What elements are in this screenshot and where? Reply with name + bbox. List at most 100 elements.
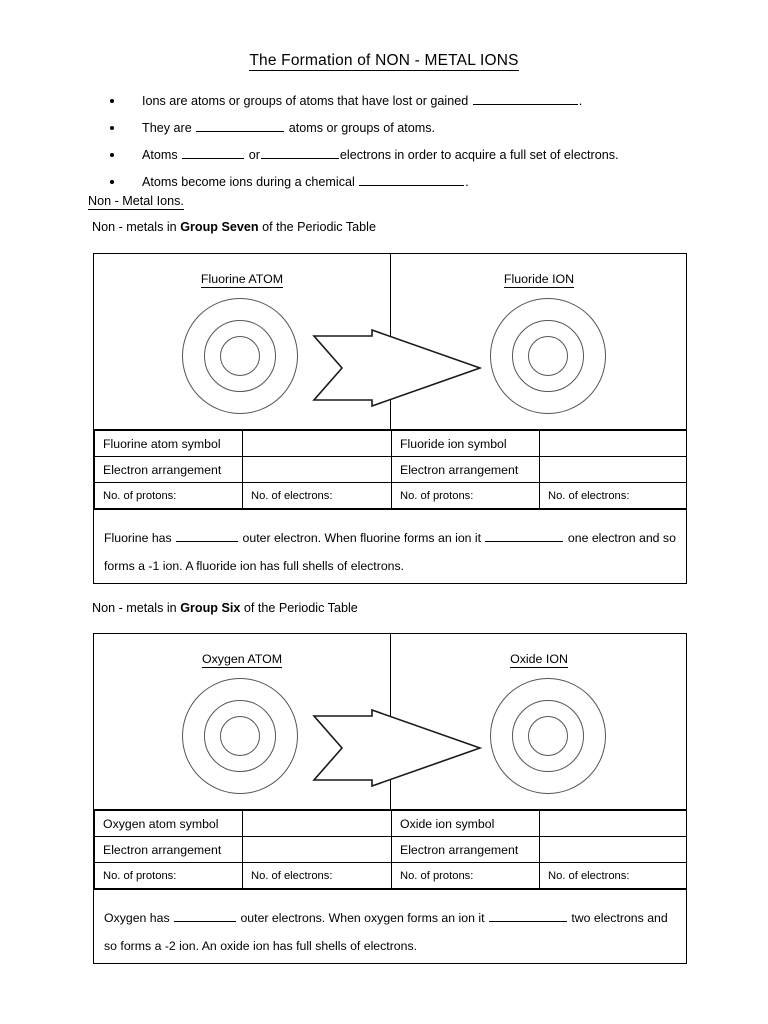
fluoride-ion-shells	[490, 298, 606, 414]
bullet-text-before: Atoms become ions during a chemical	[142, 175, 355, 189]
group-six-intro: Non - metals in Group Six of the Periodi…	[92, 601, 358, 615]
right-arrow-icon	[312, 708, 483, 788]
electron-shell-middle-icon	[204, 320, 276, 392]
oxygen-arrangement-value[interactable]	[242, 836, 392, 863]
fluoride-ion-label: Fluoride ION	[503, 272, 575, 288]
right-arrow-icon	[312, 328, 483, 408]
list-item: Atoms or electrons in order to acquire a …	[110, 142, 710, 169]
fluorine-protons-label[interactable]: No. of protons:	[94, 482, 243, 509]
page-title-text: The Formation of NON - METAL IONS	[249, 52, 519, 71]
fluorine-summary-text: Fluorine has outer electron. When fluori…	[94, 509, 686, 584]
summary-part-2: outer electron. When fluorine forms an i…	[242, 531, 482, 545]
bullet-dot-icon	[110, 99, 114, 103]
fluoride-ion-symbol-label: Fluoride ion symbol	[391, 430, 540, 457]
group-intro-suffix: of the Periodic Table	[240, 601, 358, 615]
fill-in-blank[interactable]	[182, 145, 245, 159]
summary-part-3: one electron and so forms a -1 ion. A fl…	[104, 531, 676, 573]
group-intro-prefix: Non - metals in	[92, 220, 181, 234]
oxygen-protons-label[interactable]: No. of protons:	[94, 862, 243, 889]
fill-in-blank[interactable]	[472, 91, 578, 105]
group-intro-bold: Group Seven	[180, 220, 259, 234]
oxygen-atom-label: Oxygen ATOM	[201, 652, 283, 668]
oxygen-diagram: Oxygen ATOM Oxide ION	[94, 634, 686, 810]
table-row: No. of protons: No. of electrons: No. of…	[94, 862, 687, 889]
oxygen-summary-text: Oxygen has outer electrons. When oxygen …	[94, 889, 686, 964]
summary-part-3: two electrons and so forms a -2 ion. An …	[104, 911, 668, 953]
oxide-arrangement-value[interactable]	[539, 836, 687, 863]
fill-in-blank[interactable]	[174, 908, 237, 922]
fluorine-data-table: Fluorine atom symbol Fluoride ion symbol…	[94, 430, 687, 509]
oxide-ion-symbol-value[interactable]	[539, 810, 687, 837]
electron-shell-inner-icon	[528, 336, 568, 376]
oxide-ion-symbol-label: Oxide ion symbol	[391, 810, 540, 837]
fluoride-arrangement-value[interactable]	[539, 456, 687, 483]
oxygen-atom-symbol-label: Oxygen atom symbol	[94, 810, 243, 837]
oxygen-atom-symbol-value[interactable]	[242, 810, 392, 837]
fluoride-protons-label[interactable]: No. of protons:	[391, 482, 540, 509]
table-row: Fluorine atom symbol Fluoride ion symbol	[94, 430, 687, 457]
bullet-text-before: Atoms	[142, 148, 178, 162]
section-heading-text: Non - Metal Ions.	[88, 194, 184, 210]
oxygen-section-block: Oxygen ATOM Oxide ION	[93, 633, 687, 964]
electron-shell-inner-icon	[528, 716, 568, 756]
fluorine-section-block: Fluorine ATOM Fluoride ION	[93, 253, 687, 584]
fluorine-atom-shells	[182, 298, 298, 414]
fill-in-blank[interactable]	[359, 172, 465, 186]
bullet-text-after: electrons in order to acquire a full set…	[339, 148, 619, 162]
fluorine-atom-label: Fluorine ATOM	[200, 272, 284, 288]
oxygen-arrangement-label: Electron arrangement	[94, 836, 243, 863]
fill-in-blank[interactable]	[485, 528, 564, 542]
intro-bullet-list: Ions are atoms or groups of atoms that h…	[110, 88, 710, 196]
group-intro-suffix: of the Periodic Table	[258, 220, 376, 234]
table-row: Oxygen atom symbol Oxide ion symbol	[94, 810, 687, 837]
fill-in-blank[interactable]	[260, 145, 339, 159]
table-row: Electron arrangement Electron arrangemen…	[94, 456, 687, 483]
electron-shell-middle-icon	[512, 320, 584, 392]
bullet-text-before: Ions are atoms or groups of atoms that h…	[142, 94, 469, 108]
electron-shell-inner-icon	[220, 716, 260, 756]
fluoride-ion-symbol-value[interactable]	[539, 430, 687, 457]
fluorine-atom-symbol-label: Fluorine atom symbol	[94, 430, 243, 457]
oxide-arrangement-label: Electron arrangement	[391, 836, 540, 863]
bullet-text-after: atoms or groups of atoms.	[288, 121, 435, 135]
oxygen-electrons-label[interactable]: No. of electrons:	[242, 862, 392, 889]
bullet-text-after: .	[465, 175, 469, 189]
fluorine-electrons-label[interactable]: No. of electrons:	[242, 482, 392, 509]
list-item: They are atoms or groups of atoms.	[110, 115, 710, 142]
oxide-ion-shells	[490, 678, 606, 794]
fluorine-arrangement-value[interactable]	[242, 456, 392, 483]
electron-shell-outer-icon	[490, 678, 606, 794]
group-intro-prefix: Non - metals in	[92, 601, 181, 615]
bullet-dot-icon	[110, 153, 114, 157]
bullet-text-before: They are	[142, 121, 192, 135]
oxide-electrons-label[interactable]: No. of electrons:	[539, 862, 687, 889]
fluoride-electrons-label[interactable]: No. of electrons:	[539, 482, 687, 509]
oxide-ion-label: Oxide ION	[510, 652, 568, 668]
bullet-text-mid: or	[248, 148, 260, 162]
list-item: Atoms become ions during a chemical .	[110, 169, 710, 196]
oxygen-data-table: Oxygen atom symbol Oxide ion symbol Elec…	[94, 810, 687, 889]
electron-shell-middle-icon	[204, 700, 276, 772]
table-row: Electron arrangement Electron arrangemen…	[94, 836, 687, 863]
electron-shell-outer-icon	[182, 298, 298, 414]
bullet-dot-icon	[110, 126, 114, 130]
group-seven-intro: Non - metals in Group Seven of the Perio…	[92, 220, 376, 234]
summary-part-2: outer electrons. When oxygen forms an io…	[240, 911, 485, 925]
bullet-text-after: .	[578, 94, 583, 108]
fluoride-arrangement-label: Electron arrangement	[391, 456, 540, 483]
section-heading: Non - Metal Ions.	[88, 194, 184, 210]
electron-shell-outer-icon	[182, 678, 298, 794]
page-title: The Formation of NON - METAL IONS	[0, 52, 768, 71]
group-intro-bold: Group Six	[180, 601, 241, 615]
bullet-dot-icon	[110, 180, 114, 184]
oxide-protons-label[interactable]: No. of protons:	[391, 862, 540, 889]
summary-part-1: Fluorine has	[104, 531, 172, 545]
fluorine-diagram: Fluorine ATOM Fluoride ION	[94, 254, 686, 430]
fluorine-atom-symbol-value[interactable]	[242, 430, 392, 457]
oxygen-atom-shells	[182, 678, 298, 794]
fill-in-blank[interactable]	[488, 908, 567, 922]
fill-in-blank[interactable]	[176, 528, 239, 542]
fill-in-blank[interactable]	[196, 118, 285, 132]
fluorine-arrangement-label: Electron arrangement	[94, 456, 243, 483]
